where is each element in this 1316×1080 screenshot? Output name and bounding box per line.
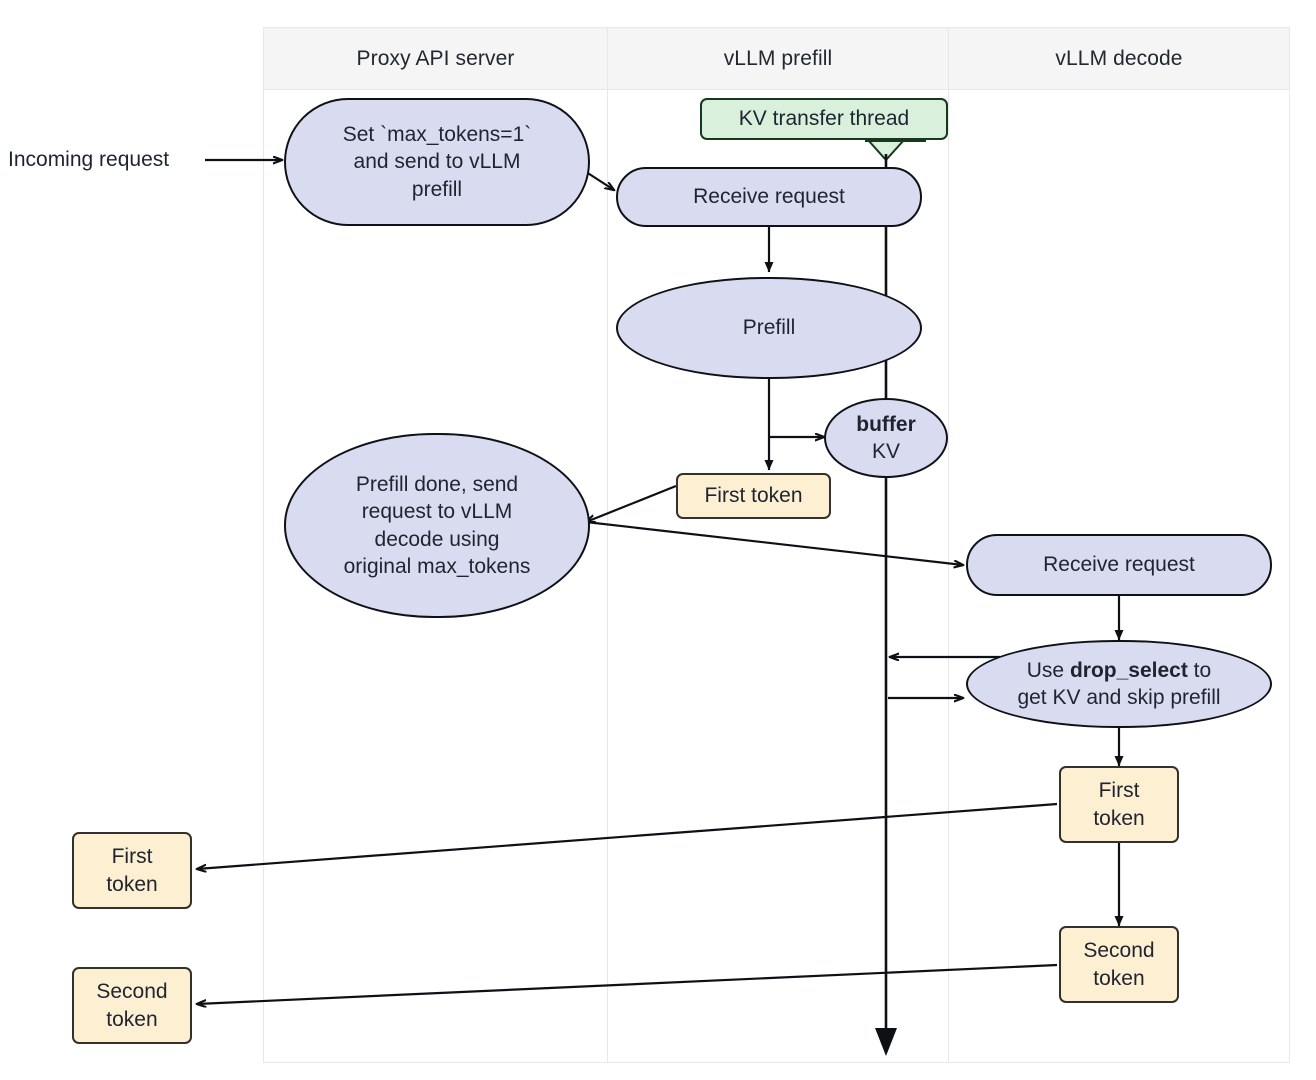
decode-receive-request-label: Receive request: [1043, 553, 1195, 577]
out-second-token-line-1: Second: [96, 980, 168, 1004]
edge-decode-second-token-to-out-second-token: [197, 963, 1058, 1004]
lane-header-proxy: Proxy API server: [263, 27, 608, 90]
prefill-done-line-4: original max_tokens: [343, 554, 531, 578]
out-first-token-line-1: First: [111, 845, 153, 869]
prefill-label: Prefill: [742, 316, 796, 340]
drop-select-line-1: Use drop_select to: [1017, 657, 1220, 684]
incoming-request-label: Incoming request: [8, 148, 169, 172]
prefill-first-token-label: First token: [704, 484, 803, 508]
decode-second-token-line-1: Second: [1083, 939, 1155, 963]
prefill-receive-request-label: Receive request: [693, 185, 845, 209]
set-max-tokens-line-3: prefill: [411, 177, 463, 201]
decode-first-token-line-1: First: [1098, 779, 1140, 803]
lane-header-prefill: vLLM prefill: [607, 27, 949, 90]
node-prefill[interactable]: Prefill: [616, 277, 922, 379]
out-second-token-line-2: token: [106, 1007, 158, 1031]
lane-body-prefill: [607, 89, 949, 1063]
node-decode-receive-request[interactable]: Receive request: [966, 534, 1272, 596]
prefill-done-line-2: request to vLLM: [361, 500, 513, 524]
set-max-tokens-line-1: Set `max_tokens=1`: [342, 123, 532, 147]
edge-prefill-first-token-to-prefill-done: [586, 484, 677, 522]
node-out-first-token[interactable]: First token: [72, 832, 192, 909]
kv-label: KV: [871, 440, 900, 463]
node-prefill-done[interactable]: Prefill done, send request to vLLM decod…: [284, 433, 590, 618]
kv-transfer-thread-label: KV transfer thread: [738, 107, 910, 131]
node-buffer-kv[interactable]: buffer KV: [824, 398, 948, 478]
out-first-token-line-2: token: [106, 872, 158, 896]
kv-lifeline-arrowhead: [875, 1028, 897, 1056]
node-decode-first-token[interactable]: First token: [1059, 766, 1179, 843]
node-out-second-token[interactable]: Second token: [72, 967, 192, 1044]
note-tail: [865, 139, 926, 162]
lane-header-prefill-label: vLLM prefill: [723, 46, 833, 70]
buffer-label: buffer: [856, 412, 916, 436]
drop-select-prefix: Use: [1026, 658, 1070, 682]
node-prefill-first-token[interactable]: First token: [676, 473, 831, 519]
drop-select-line-2: get KV and skip prefill: [1017, 686, 1221, 709]
node-set-max-tokens[interactable]: Set `max_tokens=1` and send to vLLM pref…: [284, 98, 590, 226]
edge-prefill-first-token-to-decode-receive: [585, 520, 963, 565]
decode-first-token-line-2: token: [1093, 806, 1145, 830]
set-max-tokens-line-2: and send to vLLM: [353, 150, 521, 174]
drop-select-keyword: drop_select: [1069, 658, 1188, 682]
lane-header-proxy-label: Proxy API server: [356, 46, 515, 70]
prefill-done-line-3: decode using: [374, 527, 500, 551]
lane-header-decode: vLLM decode: [948, 27, 1290, 90]
node-prefill-receive-request[interactable]: Receive request: [616, 167, 922, 227]
node-drop-select[interactable]: Use drop_select to get KV and skip prefi…: [966, 640, 1272, 728]
lane-header-decode-label: vLLM decode: [1055, 46, 1183, 70]
node-decode-second-token[interactable]: Second token: [1059, 926, 1179, 1003]
node-kv-transfer-thread[interactable]: KV transfer thread: [700, 98, 948, 140]
edge-decode-first-token-to-out-first-token: [197, 802, 1058, 869]
decode-second-token-line-2: token: [1093, 966, 1145, 990]
drop-select-suffix: to: [1187, 658, 1212, 682]
incoming-request-text: Incoming request: [8, 148, 170, 171]
lane-body-decode: [948, 89, 1290, 1063]
prefill-done-line-1: Prefill done, send: [355, 472, 519, 496]
